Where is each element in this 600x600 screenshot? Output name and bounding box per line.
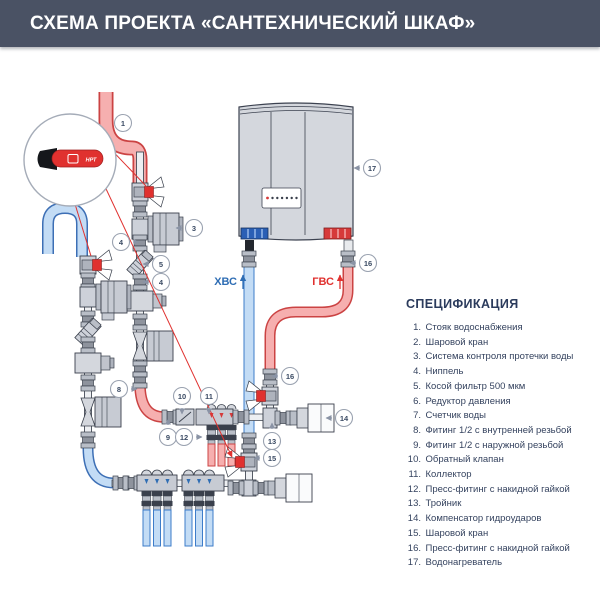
spec-item: 7.Счетчик воды — [413, 410, 486, 422]
svg-text:10: 10 — [178, 392, 186, 401]
water-hammer-arrestor — [267, 473, 313, 503]
callout-5: 5 — [142, 254, 171, 274]
fitting — [252, 480, 270, 496]
cold-outlet-pipe — [151, 490, 163, 547]
hot-outlet-pipe — [206, 424, 217, 467]
cold-collector — [136, 469, 178, 492]
callout-11: 11 — [199, 386, 219, 415]
spec-list: 1.Стояк водоснабжения 2.Шаровой кран 3.Сис… — [406, 321, 596, 571]
spec-item: 5.Косой фильтр 500 мкм — [413, 380, 526, 392]
page-title: СХЕМА ПРОЕКТА «САНТЕХНИЧЕСКИЙ ШКАФ» — [30, 12, 476, 34]
svg-text:16: 16 — [286, 372, 294, 381]
cold-outlet-pipe — [141, 490, 152, 547]
fitting — [80, 431, 96, 449]
callout-10: 10 — [172, 386, 192, 415]
hot-supply-label: ГВС — [312, 276, 334, 288]
fitting — [80, 336, 96, 354]
spec-title: СПЕЦИФИКАЦИЯ — [406, 297, 519, 311]
heater-inlet-fitting — [241, 250, 257, 268]
cold-riser-pipe — [42, 201, 88, 257]
spec-item: 14.Компенсатор гидроударов — [407, 513, 542, 525]
spec-item: 3.Система контроля протечки воды — [413, 351, 574, 363]
spec-item: 17.Водонагреватель — [407, 557, 503, 569]
hot-elbow-pipe — [134, 383, 165, 423]
valve-brand-label: НРТ — [86, 158, 97, 164]
press-fitting-16 — [340, 250, 356, 268]
hot-outlet-pipe — [226, 424, 237, 467]
pressure-reducer-cold — [80, 396, 122, 428]
callout-3: 3 — [175, 218, 204, 238]
header-bar: СХЕМА ПРОЕКТА «САНТЕХНИЧЕСКИЙ ШКАФ» — [0, 0, 600, 47]
svg-text:16: 16 — [364, 259, 372, 268]
callout-4: 4 — [142, 272, 171, 292]
fitting — [80, 374, 96, 392]
spec-item: 8.Фитинг 1/2 с внутренней резьбой — [413, 424, 572, 436]
fitting-8 — [132, 371, 148, 389]
svg-text:15: 15 — [268, 454, 276, 463]
spec-item: 1.Стояк водоснабжения — [413, 322, 523, 333]
press-fitting-16 — [262, 368, 278, 386]
heater-hot-outlet — [323, 227, 354, 254]
water-heater — [238, 102, 354, 254]
svg-text:4: 4 — [159, 278, 164, 287]
spec-item: 11.Коллектор — [408, 469, 472, 481]
svg-text:9: 9 — [166, 433, 170, 442]
callout-1: 1 — [113, 113, 133, 133]
callout-8: 8 — [109, 379, 138, 399]
pressure-reducer-hot — [132, 330, 174, 362]
cold-supply-label: ХВС — [214, 276, 237, 288]
svg-text:17: 17 — [368, 164, 376, 173]
callout-15: 15 — [253, 448, 282, 468]
svg-text:11: 11 — [205, 392, 213, 401]
spec-item: 16.Пресс-фитинг с накидной гайкой — [407, 542, 570, 554]
valve-detail-magnifier: НРТ — [23, 113, 233, 458]
callout-14: 14 — [325, 408, 354, 428]
cold-elbow-pipe — [82, 447, 115, 489]
fitting — [232, 409, 250, 425]
spec-item: 12.Пресс-фитинг с накидной гайкой — [407, 483, 570, 495]
spec-item: 13.Тройник — [407, 498, 462, 510]
fitting — [274, 410, 292, 426]
svg-text:13: 13 — [268, 437, 276, 446]
spec-panel: СПЕЦИФИКАЦИЯ 1.Стояк водоснабжения 2.Шаро… — [406, 297, 596, 571]
cold-outlet-pipe — [204, 490, 215, 547]
heater-control-panel — [261, 187, 302, 209]
callout-17: 17 — [353, 158, 382, 178]
svg-text:4: 4 — [119, 238, 124, 247]
spec-item: 9.Фитинг 1/2 с наружной резьбой — [413, 439, 564, 451]
gvs-flex-pipe — [264, 266, 354, 374]
svg-text:8: 8 — [117, 385, 121, 394]
spec-item: 4.Ниппель — [413, 366, 464, 378]
callout-16: 16 — [271, 366, 300, 386]
fitting — [132, 200, 148, 218]
hot-outlet-pipe — [216, 424, 227, 467]
water-meter-cold — [74, 352, 115, 374]
cold-outlet-pipe — [183, 490, 194, 547]
callout-9: 9 — [158, 418, 178, 447]
cold-outlet-pipe — [193, 490, 205, 547]
heater-cold-inlet — [240, 227, 269, 253]
svg-text:5: 5 — [159, 260, 163, 269]
check-valve — [175, 408, 195, 426]
nipple — [132, 234, 148, 252]
svg-text:3: 3 — [192, 224, 196, 233]
cold-collector — [181, 469, 225, 492]
spec-item: 6.Редуктор давления — [413, 395, 511, 407]
svg-text:12: 12 — [180, 433, 188, 442]
fitting — [227, 480, 245, 496]
svg-text:1: 1 — [121, 119, 125, 128]
callout-4: 4 — [111, 232, 140, 252]
fitting — [132, 313, 148, 331]
callout-16: 16 — [349, 253, 378, 273]
water-meter-hot — [126, 290, 167, 312]
callout-12: 12 — [174, 427, 203, 447]
spec-item: 10.Обратный клапан — [407, 454, 504, 466]
spec-item: 2.Шаровой кран — [413, 336, 489, 348]
spec-item: 15.Шаровой кран — [407, 527, 489, 539]
cold-outlet-pipe — [162, 490, 173, 547]
svg-text:14: 14 — [340, 414, 349, 423]
